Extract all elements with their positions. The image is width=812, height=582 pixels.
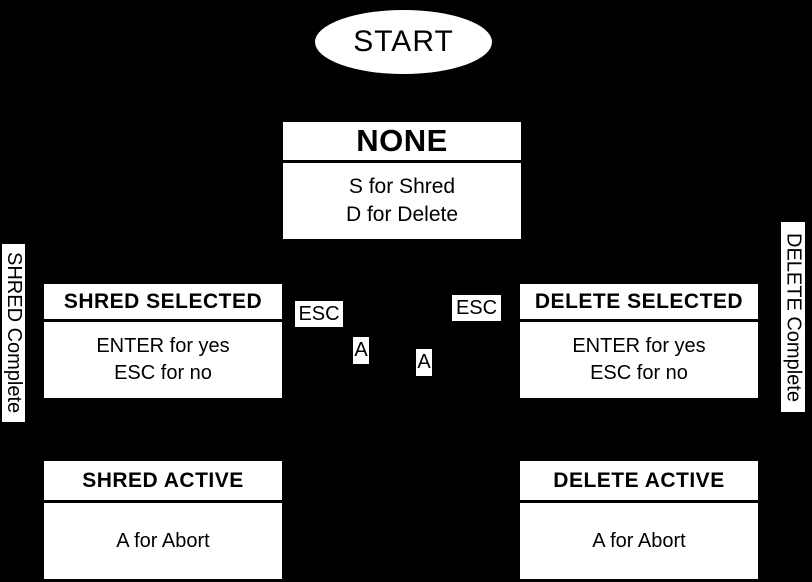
- state-node-line: ENTER for yes: [572, 335, 706, 357]
- edge-label-a-right: A: [416, 349, 432, 376]
- state-node-title: DELETE ACTIVE: [520, 461, 758, 503]
- edge-label-esc-right: ESC: [452, 295, 501, 321]
- state-node-line: D for Delete: [345, 203, 459, 226]
- state-node-title: DELETE SELECTED: [520, 284, 758, 322]
- edge-label-shred-complete: SHRED Complete: [2, 244, 25, 422]
- state-node-shred-active: SHRED ACTIVE A for Abort: [44, 461, 282, 579]
- state-node-body: ENTER for yes ESC for no: [44, 322, 282, 398]
- state-node-body: S for Shred D for Delete: [283, 163, 521, 239]
- edge-label-delete-complete: DELETE Complete: [781, 222, 805, 412]
- state-node-line: A for Abort: [116, 529, 210, 552]
- edge-label-a-left: A: [353, 337, 369, 364]
- state-node-line: ENTER for yes: [96, 335, 230, 357]
- state-node-title: SHRED ACTIVE: [44, 461, 282, 503]
- state-node-body: A for Abort: [44, 503, 282, 579]
- state-node-delete-selected: DELETE SELECTED ENTER for yes ESC for no: [520, 284, 758, 398]
- state-node-title: NONE: [283, 122, 521, 163]
- state-node-line: A for Abort: [592, 529, 686, 552]
- state-node-body: A for Abort: [520, 503, 758, 579]
- state-node-line: S for Shred: [348, 175, 456, 198]
- edge-label-esc-left: ESC: [295, 301, 343, 327]
- state-node-line: ESC for no: [114, 362, 212, 384]
- state-node-body: ENTER for yes ESC for no: [520, 322, 758, 398]
- state-node-delete-active: DELETE ACTIVE A for Abort: [520, 461, 758, 579]
- state-node-title: SHRED SELECTED: [44, 284, 282, 322]
- state-node-line: ESC for no: [590, 362, 688, 384]
- state-node-none: NONE S for Shred D for Delete: [283, 122, 521, 239]
- start-node-label: START: [353, 25, 454, 58]
- state-node-shred-selected: SHRED SELECTED ENTER for yes ESC for no: [44, 284, 282, 398]
- start-node: START: [315, 10, 492, 74]
